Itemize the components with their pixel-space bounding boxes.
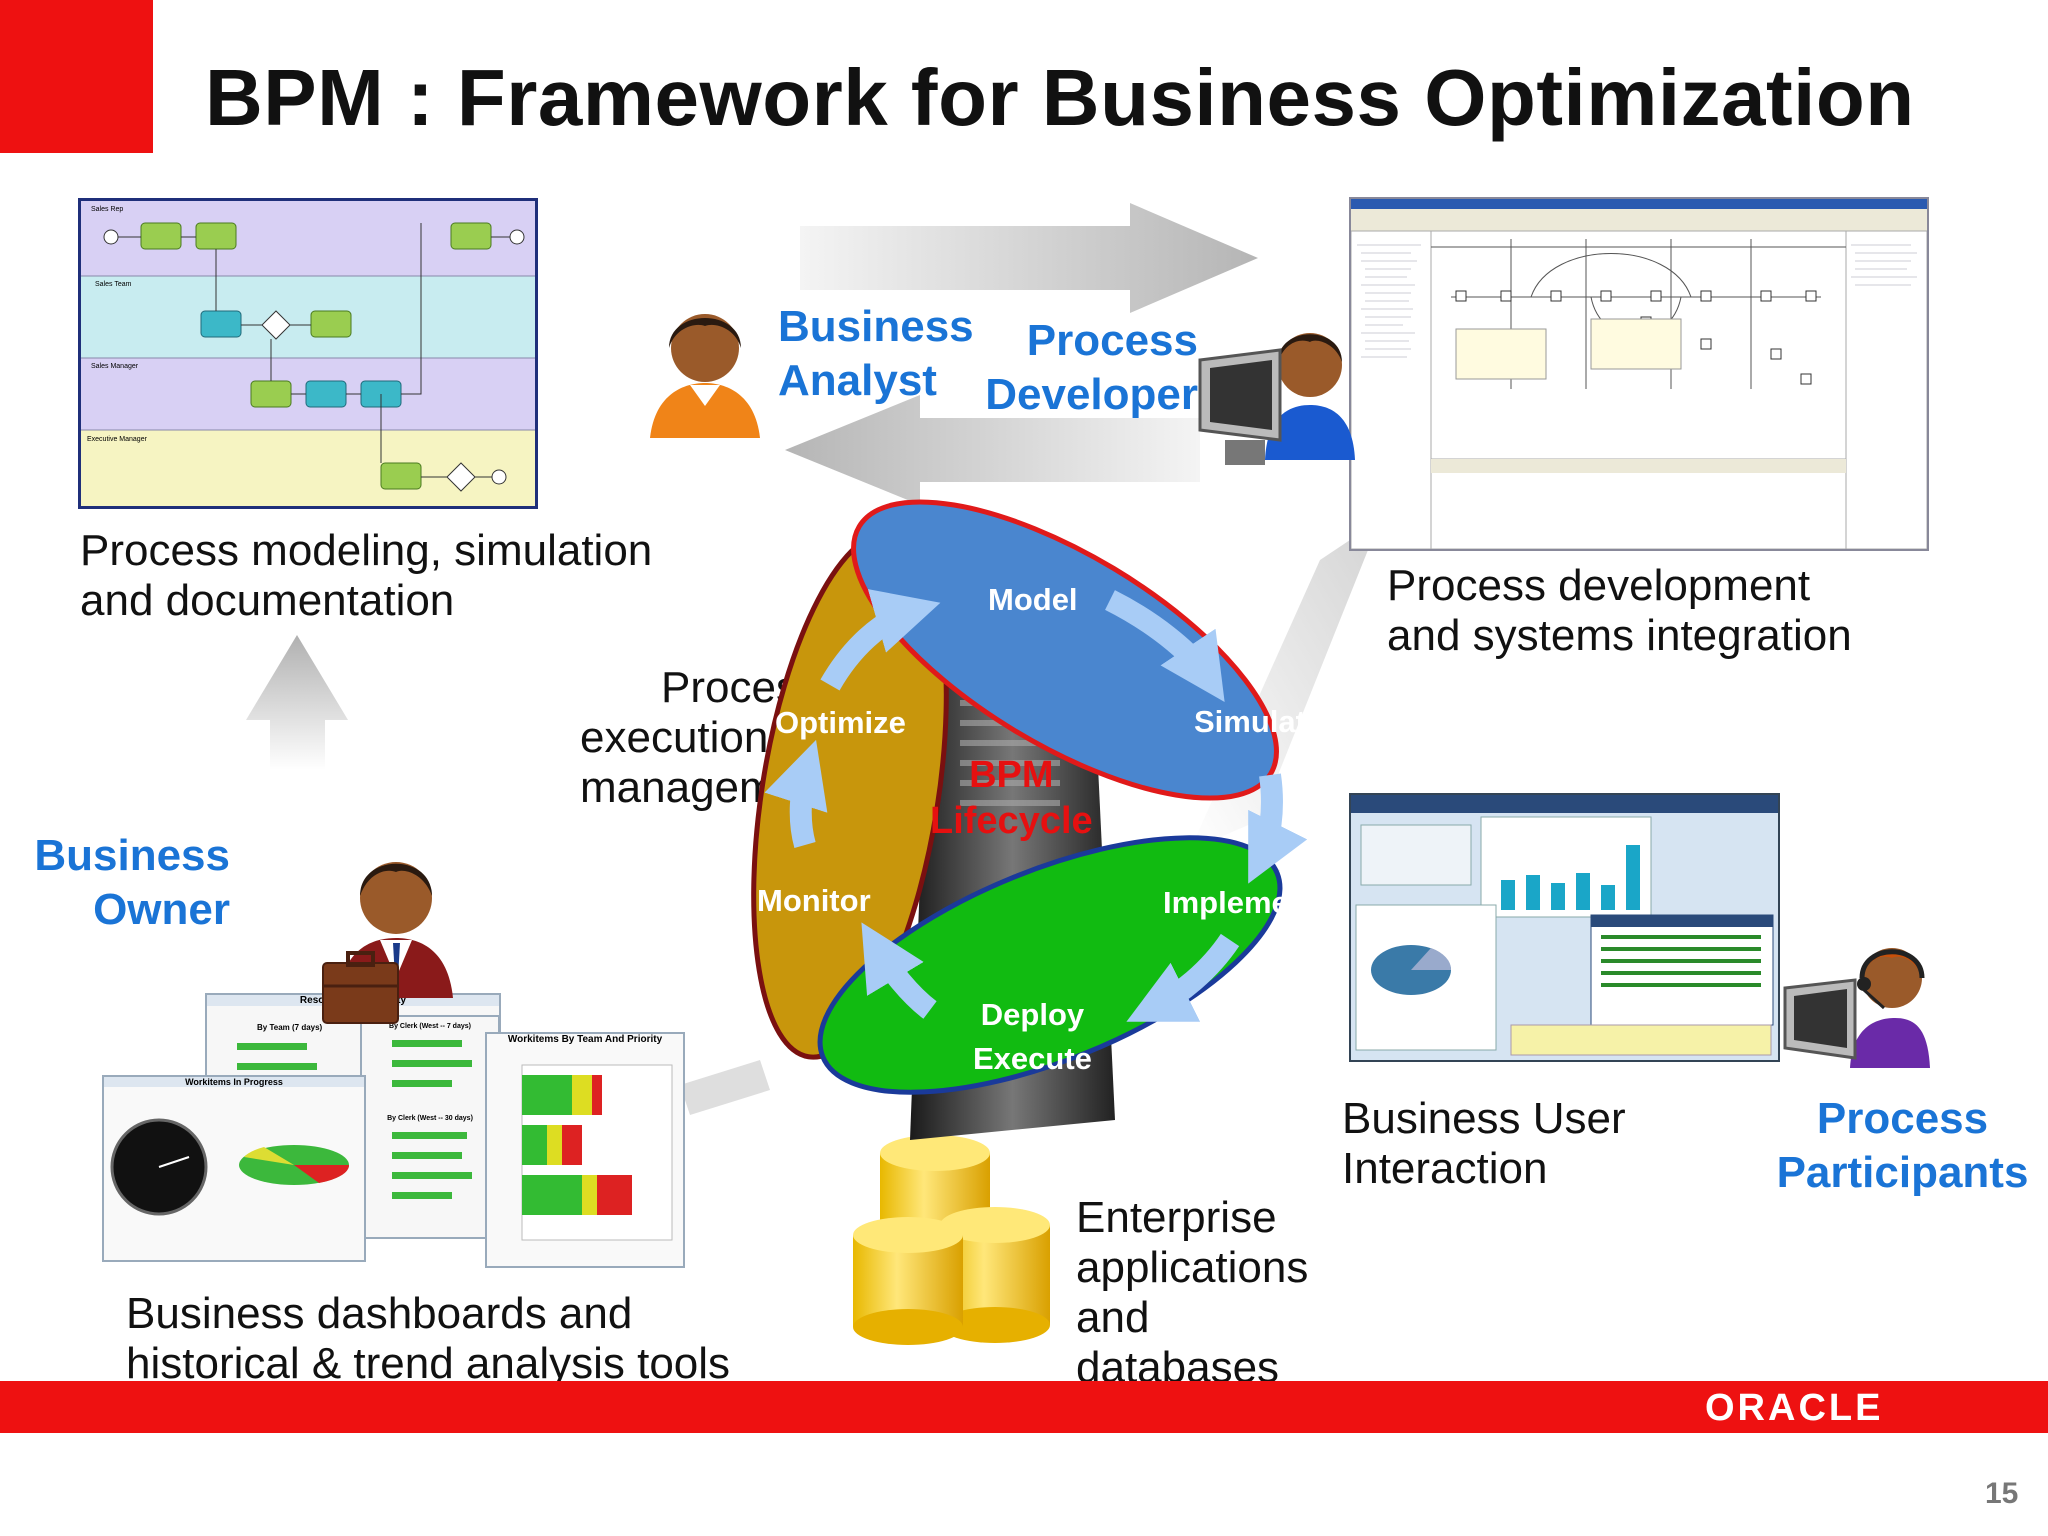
- arrow-simulate-to-implement: [1248, 773, 1308, 884]
- stage-simulate: Simulate: [1194, 704, 1324, 739]
- stage-optimize: Optimize: [775, 705, 906, 740]
- process-developer-avatar-icon: [1198, 333, 1355, 465]
- role-process-participants: Process Participants: [1776, 1094, 2029, 1197]
- caption-modeling: Process modeling, simulation and documen…: [80, 526, 653, 625]
- bpm-lifecycle-label: BPM Lifecycle: [930, 754, 1093, 842]
- dashboard-by-team-label: By Team (7 days): [257, 1023, 323, 1032]
- dashboard-workitems-team-title: Workitems By Team And Priority: [507, 1034, 663, 1045]
- caption-dashboards: Business dashboards and historical & tre…: [126, 1289, 731, 1388]
- role-process-developer: Process Developer: [985, 316, 1198, 419]
- caption-user-interaction: Business User Interaction: [1342, 1094, 1626, 1193]
- stage-model: Model: [988, 582, 1078, 617]
- page-number: 15: [1985, 1477, 2019, 1510]
- lane-label-sales-team: Sales Team: [95, 281, 132, 288]
- stage-monitor: Monitor: [757, 883, 871, 918]
- process-development-screenshot: [1349, 197, 1929, 551]
- footer-bar: [0, 1381, 2048, 1433]
- lane-label-sales-manager: Sales Manager: [91, 363, 139, 370]
- arrow-up-to-modeling: [246, 635, 348, 770]
- arrow-dashboard-diagonal: [680, 1060, 770, 1115]
- arrow-model-to-simulate: [1105, 590, 1225, 702]
- arrow-deploy-to-monitor: [861, 922, 937, 1019]
- dashboard-workitems-team-panel: Workitems By Team And Priority: [485, 1032, 685, 1268]
- bpm-lifecycle-diagram: [751, 499, 1308, 1095]
- stage-deploy: Deploy Execute: [973, 997, 1092, 1076]
- arrow-optimize-to-model: [820, 589, 941, 691]
- oracle-logo: ORACLE: [1705, 1387, 1884, 1429]
- arrow-monitor-to-optimize: [764, 739, 828, 848]
- database-icon-left: [853, 1217, 963, 1345]
- stage-implement: Implement: [1163, 885, 1319, 920]
- dashboard-workitems-progress-panel: Workitems In Progress: [102, 1075, 366, 1262]
- business-user-screenshot: [1349, 793, 1780, 1062]
- brand-corner-block: [0, 0, 153, 153]
- business-owner-avatar-icon: [322, 862, 453, 1024]
- model-simulate-ellipse: [851, 499, 1279, 801]
- page-title: BPM : Framework for Business Optimizatio…: [205, 53, 1915, 142]
- caption-enterprise: Enterprise applications and databases: [1076, 1193, 1309, 1381]
- dashboard-by-clerk-month-label: By Clerk (West -- 30 days): [387, 1115, 473, 1122]
- dashboard-workitems-progress-title: Workitems In Progress: [104, 1077, 364, 1087]
- dashboard-by-clerk-week-label: By Clerk (West -- 7 days): [389, 1023, 471, 1030]
- lane-label-sales-rep: Sales Rep: [91, 206, 123, 213]
- arrow-analyst-to-developer: [800, 203, 1258, 313]
- business-analyst-avatar-icon: [650, 314, 760, 438]
- process-model-screenshot: Sales Rep Sales Team Sales Manager Execu…: [78, 198, 538, 509]
- arrow-developer-to-analyst: [785, 395, 1200, 505]
- dashboard-clerk-panel: By Clerk (West -- 7 days) By Clerk (West…: [360, 1015, 500, 1239]
- caption-development: Process development and systems integrat…: [1387, 561, 1852, 660]
- role-business-analyst: Business Analyst: [778, 302, 974, 405]
- arrow-implement-to-deploy: [1126, 933, 1240, 1022]
- role-business-owner: Business Owner: [34, 831, 230, 934]
- process-participant-avatar-icon: [1783, 948, 1930, 1068]
- database-cylinders: [853, 1135, 1050, 1345]
- lane-label-executive: Executive Manager: [87, 436, 148, 443]
